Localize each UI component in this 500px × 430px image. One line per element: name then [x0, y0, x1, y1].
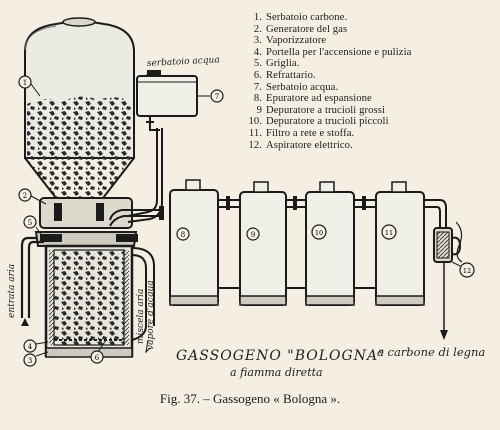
- vaporizer: [40, 234, 138, 242]
- legend: 1.Serbatoio carbone. 2.Generatore del ga…: [246, 12, 411, 151]
- connector-9-10: [286, 196, 306, 289]
- title-main: GASSOGENO "BOLOGNA": [176, 348, 386, 364]
- label-water-tank: serbatoio acqua: [147, 55, 220, 69]
- callout-10: 10: [315, 229, 323, 237]
- callout-9: 9: [251, 231, 255, 239]
- gas-pipe-1: [109, 206, 164, 227]
- caption-fig-number: Fig. 37.: [159, 391, 200, 406]
- legend-item: 11.Filtro a rete e stoffa.: [248, 127, 355, 139]
- exhaust-pipe: [424, 199, 448, 340]
- electric-aspirator: [433, 221, 463, 263]
- label-steam: vapore d'acqua: [146, 280, 156, 350]
- caption-text: Gassogeno « Bologna ».: [212, 391, 341, 406]
- callout-5: 5: [28, 219, 32, 227]
- callout-4: 4: [28, 343, 33, 351]
- callout-1: 1: [23, 79, 27, 87]
- callout-11: 11: [385, 229, 393, 237]
- water-tank: [136, 70, 198, 131]
- legend-item: 6.Refrattario.: [253, 69, 316, 81]
- filter-11: [375, 181, 425, 306]
- coal-hopper: [24, 17, 135, 199]
- connector-8-9: [218, 196, 240, 289]
- legend-item: 3.Vaporizzatore: [253, 35, 327, 47]
- purifier-8: [169, 179, 219, 306]
- legend-item: 2.Generatore del gas: [253, 23, 348, 35]
- purifier-10: [305, 181, 355, 306]
- callout-12: 12: [463, 267, 471, 275]
- legend-item: 1.Serbatoio carbone.: [253, 12, 348, 23]
- label-mixture: miscela aria: [136, 289, 146, 344]
- legend-item: 8.Epuratore ad espansione: [253, 93, 372, 105]
- callout-8: 8: [181, 231, 185, 239]
- title-sub: a fiamma diretta: [230, 366, 323, 379]
- callout-2: 2: [23, 192, 27, 200]
- title-right: a carbone di legna: [377, 345, 485, 359]
- callout-7: 7: [215, 93, 219, 101]
- callout-3: 3: [28, 357, 32, 365]
- connector-10-11: [354, 196, 376, 289]
- caption-dash: –: [203, 391, 210, 406]
- legend-item: 10.Depuratore a trucioli piccoli: [248, 116, 389, 128]
- legend-item: 7.Serbatoio acqua.: [253, 81, 339, 93]
- legend-item: 4.Portella per l'accensione e pulizia: [253, 46, 412, 58]
- legend-item: 12.Aspiratore elettrico.: [248, 139, 353, 151]
- callout-6: 6: [95, 354, 100, 362]
- outlet-pipes: [131, 247, 155, 341]
- air-inlet-pipe: [20, 236, 44, 326]
- figure-caption: Fig. 37. – Gassogeno « Bologna ».: [0, 391, 500, 407]
- legend-item: 5.Griglia.: [253, 58, 300, 70]
- purifier-9: [239, 181, 287, 306]
- label-air-inlet: entrata aria: [7, 264, 17, 318]
- gas-generator: [34, 197, 138, 358]
- callouts: 1 2 5 4 3 6 7 8 9 10: [18, 75, 475, 367]
